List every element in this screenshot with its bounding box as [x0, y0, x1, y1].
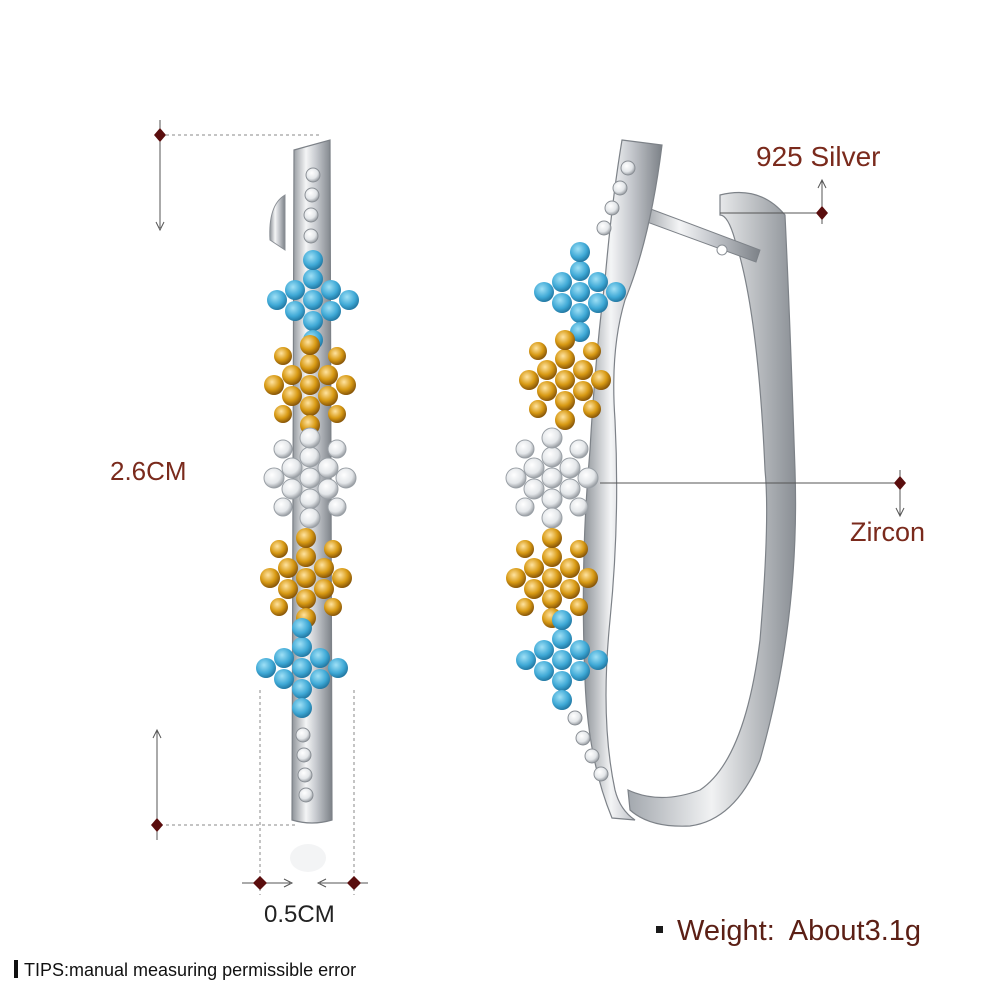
height-dimension-marker [151, 120, 322, 840]
hinge-clip [269, 194, 286, 251]
citrine-flower-lower [260, 528, 352, 628]
width-label: 0.5CM [264, 901, 335, 928]
earring-side-view [505, 139, 797, 827]
reflection [290, 844, 326, 872]
weight-label: Weight: [677, 915, 775, 947]
bullet-icon [656, 925, 663, 933]
silver-hoop [627, 191, 797, 827]
material-callout [720, 178, 828, 224]
side-citrine-flower-lower [506, 528, 598, 628]
material-label: 925 Silver [756, 141, 881, 172]
turquoise-flower-bottom [256, 618, 348, 718]
citrine-flower-upper [264, 335, 356, 435]
tips-note: TIPS:manual measuring permissible error [14, 960, 356, 981]
width-dimension-marker [242, 690, 368, 895]
weight-value: About3.1g [788, 915, 922, 947]
weight-info: Weight: About3.1g [656, 915, 921, 948]
stone-label: Zircon [850, 517, 926, 547]
stone-callout [600, 470, 906, 518]
tips-text: TIPS:manual measuring permissible error [24, 960, 357, 980]
turquoise-flower-top [267, 250, 359, 350]
zircon-flower-center [263, 427, 357, 529]
side-citrine-flower-upper [519, 330, 611, 430]
height-label: 2.6CM [110, 456, 187, 486]
tips-bar-icon [14, 960, 18, 979]
earring-front-view [256, 139, 359, 872]
side-zircon-flower-center [505, 427, 599, 529]
